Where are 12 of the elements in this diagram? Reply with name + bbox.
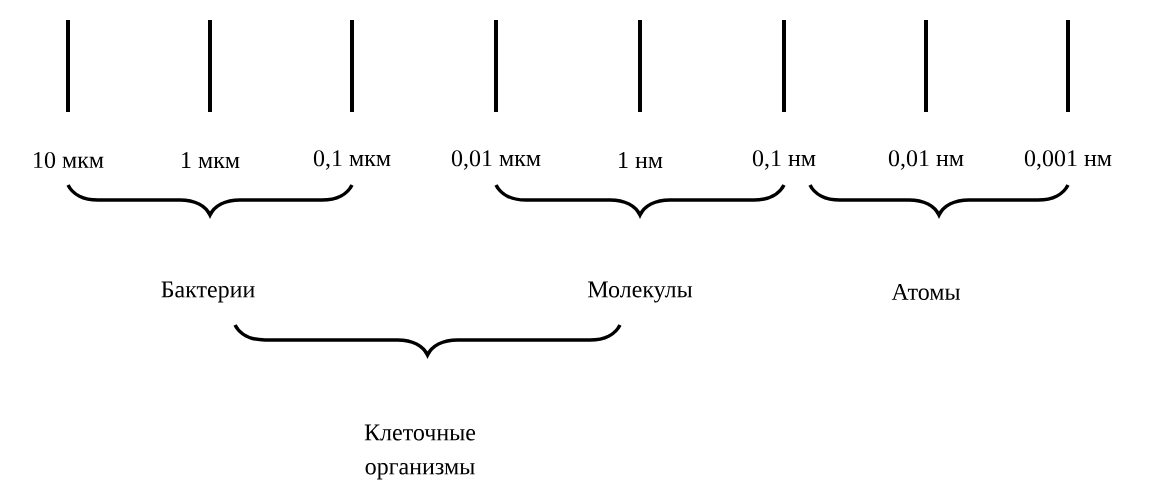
scale-label: 10 мкм — [34, 151, 104, 169]
scale-label: 1 мкм — [182, 152, 240, 168]
scale-label: 0,01 мкм — [451, 150, 541, 170]
scale-label: 0,1 мкм — [313, 150, 391, 170]
scale-label: 0,1 нм — [752, 150, 816, 170]
group-label: Молекулы — [588, 281, 693, 303]
group-label: Бактерии — [161, 281, 255, 303]
group-label: Атомы — [891, 283, 960, 301]
group-label: Клеточные организмы — [364, 424, 476, 480]
scale-label: 0,01 нм — [888, 150, 964, 170]
scale-label: 0,001 нм — [1024, 150, 1112, 170]
scale-label: 1 нм — [619, 152, 663, 168]
